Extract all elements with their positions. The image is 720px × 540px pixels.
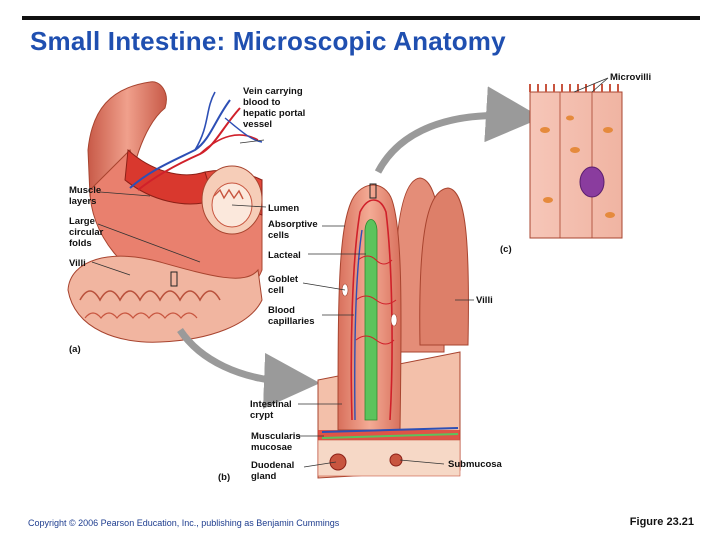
label-crypt-2: crypt <box>250 410 274 421</box>
label-absorptive-1: Absorptive <box>268 219 318 230</box>
anatomy-labels: Vein carrying blood to hepatic portal ve… <box>69 72 651 482</box>
label-folds-1: Large <box>69 216 95 227</box>
label-crypt-1: Intestinal <box>250 399 292 410</box>
label-lumen: Lumen <box>268 203 299 214</box>
label-villi-a: Villi <box>69 258 86 269</box>
title-rule <box>22 16 700 20</box>
label-vein-3: hepatic portal <box>243 108 305 119</box>
label-folds-3: folds <box>69 238 92 249</box>
copyright-notice: Copyright © 2006 Pearson Education, Inc.… <box>28 518 340 528</box>
label-goblet-1: Goblet <box>268 274 299 285</box>
label-capillaries-2: capillaries <box>268 316 314 327</box>
label-absorptive-2: cells <box>268 230 289 241</box>
label-capillaries-1: Blood <box>268 305 295 316</box>
label-folds-2: circular <box>69 227 104 238</box>
label-duodenal-2: gland <box>251 471 277 482</box>
leader-lines <box>91 77 609 468</box>
label-microvilli: Microvilli <box>610 72 651 83</box>
magnify-arrow-a-to-b <box>177 328 320 409</box>
label-submucosa: Submucosa <box>448 459 503 470</box>
label-goblet-2: cell <box>268 285 284 296</box>
label-muscle-1: Muscle <box>69 185 101 196</box>
label-vein-2: blood to <box>243 97 281 108</box>
label-muscle-2: layers <box>69 196 96 207</box>
label-duodenal-1: Duodenal <box>251 460 294 471</box>
label-lacteal: Lacteal <box>268 250 301 261</box>
page-title: Small Intestine: Microscopic Anatomy <box>30 26 506 56</box>
label-muscularis-1: Muscularis <box>251 431 301 442</box>
villi-block <box>317 177 469 479</box>
magnify-arrow-b-to-c <box>374 86 542 174</box>
panel-label-b: (b) <box>218 472 230 483</box>
intestine-segment <box>67 81 263 343</box>
panel-label-c: (c) <box>500 244 512 255</box>
label-vein-4: vessel <box>243 119 272 130</box>
absorptive-cell-detail <box>529 84 623 239</box>
panel-labels: (a) (b) (c) <box>69 244 512 483</box>
label-vein-1: Vein carrying <box>243 86 303 97</box>
figure-reference: Figure 23.21 <box>629 516 694 528</box>
label-muscularis-2: mucosae <box>251 442 292 453</box>
panel-label-a: (a) <box>69 344 81 355</box>
label-villi-b: Villi <box>476 295 493 306</box>
